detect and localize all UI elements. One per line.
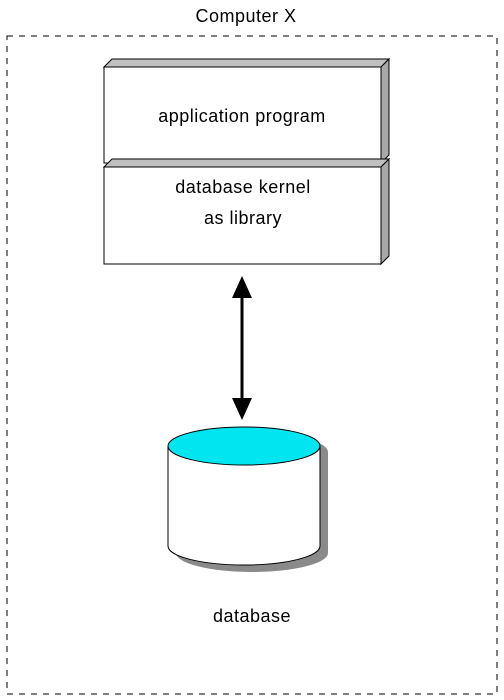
application-program-label: application program xyxy=(158,106,326,126)
bidirectional-arrow xyxy=(232,276,252,420)
computer-title: Computer X xyxy=(195,6,296,26)
computer-boundary xyxy=(6,35,498,695)
kernel-label-line2: as library xyxy=(204,208,282,228)
database-kernel-box: database kernel as library xyxy=(102,157,391,266)
database-cylinder xyxy=(167,426,328,572)
application-box-side-face xyxy=(380,57,390,165)
application-box-top-face xyxy=(102,58,391,68)
application-program-box: application program xyxy=(102,57,391,165)
database-body xyxy=(167,446,321,566)
database-label: database xyxy=(213,606,291,626)
arrow-head-down xyxy=(232,398,252,420)
kernel-box-side-face xyxy=(380,157,390,266)
kernel-box-front-face xyxy=(103,166,382,265)
kernel-box-top-face xyxy=(102,158,391,168)
database-top xyxy=(167,426,321,466)
arrow-head-up xyxy=(232,276,252,298)
kernel-label-line1: database kernel xyxy=(175,177,311,197)
